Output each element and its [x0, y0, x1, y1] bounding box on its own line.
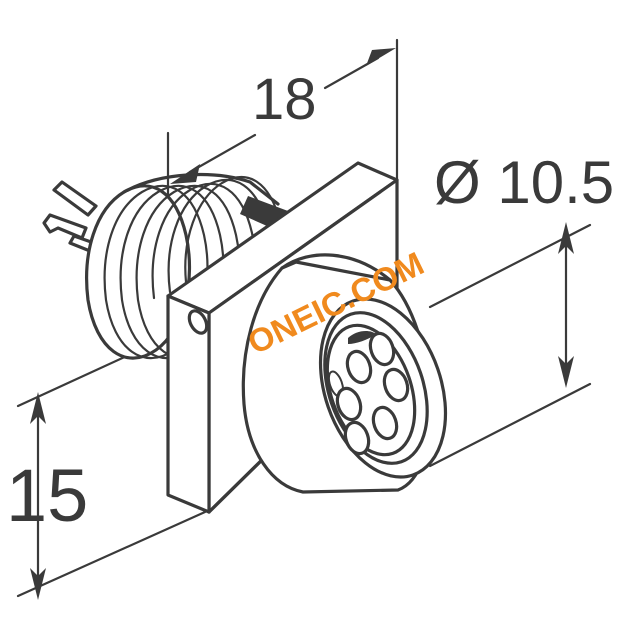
front-barrel: [241, 253, 448, 494]
dimension-label-height: 15: [6, 454, 88, 537]
solder-pin-1: [52, 180, 98, 217]
rear-rib-6: [184, 176, 282, 284]
socket-hole-4: [343, 420, 371, 456]
rear-rib-1: [103, 184, 209, 360]
extension-line-dia-lower: [428, 382, 592, 468]
socket-hole-1: [368, 331, 396, 367]
extension-line-15-lower: [16, 510, 207, 598]
arrowhead-15-top: [30, 392, 46, 424]
rear-rib-2: [119, 184, 225, 360]
socket-hole-5: [335, 386, 363, 422]
socket-hole-2: [382, 367, 410, 403]
barrel-top-shoulder: [280, 253, 392, 282]
mounting-hole-upper: [187, 309, 209, 335]
arrowhead-18-left: [170, 164, 200, 184]
arrowhead-15-bottom: [30, 568, 46, 600]
solder-pin-group: [42, 180, 98, 253]
arrowhead-18-right: [366, 48, 396, 66]
keyway-notch: [348, 330, 376, 344]
arrowhead-dia-top: [558, 222, 574, 254]
socket-hole-3: [371, 405, 399, 441]
leader-18-left-line: [188, 133, 257, 174]
dimension-arrow-group: [30, 48, 574, 600]
socket-hole-group: [335, 331, 410, 456]
dimension-label-width: 18: [252, 67, 317, 132]
arrowhead-dia-bottom: [558, 356, 574, 388]
dimension-extension-lines: [16, 38, 592, 598]
solder-pin-2: [42, 213, 88, 240]
socket-hole-6: [345, 349, 373, 385]
dimension-label-diameter: Ø 10.5: [434, 149, 614, 216]
